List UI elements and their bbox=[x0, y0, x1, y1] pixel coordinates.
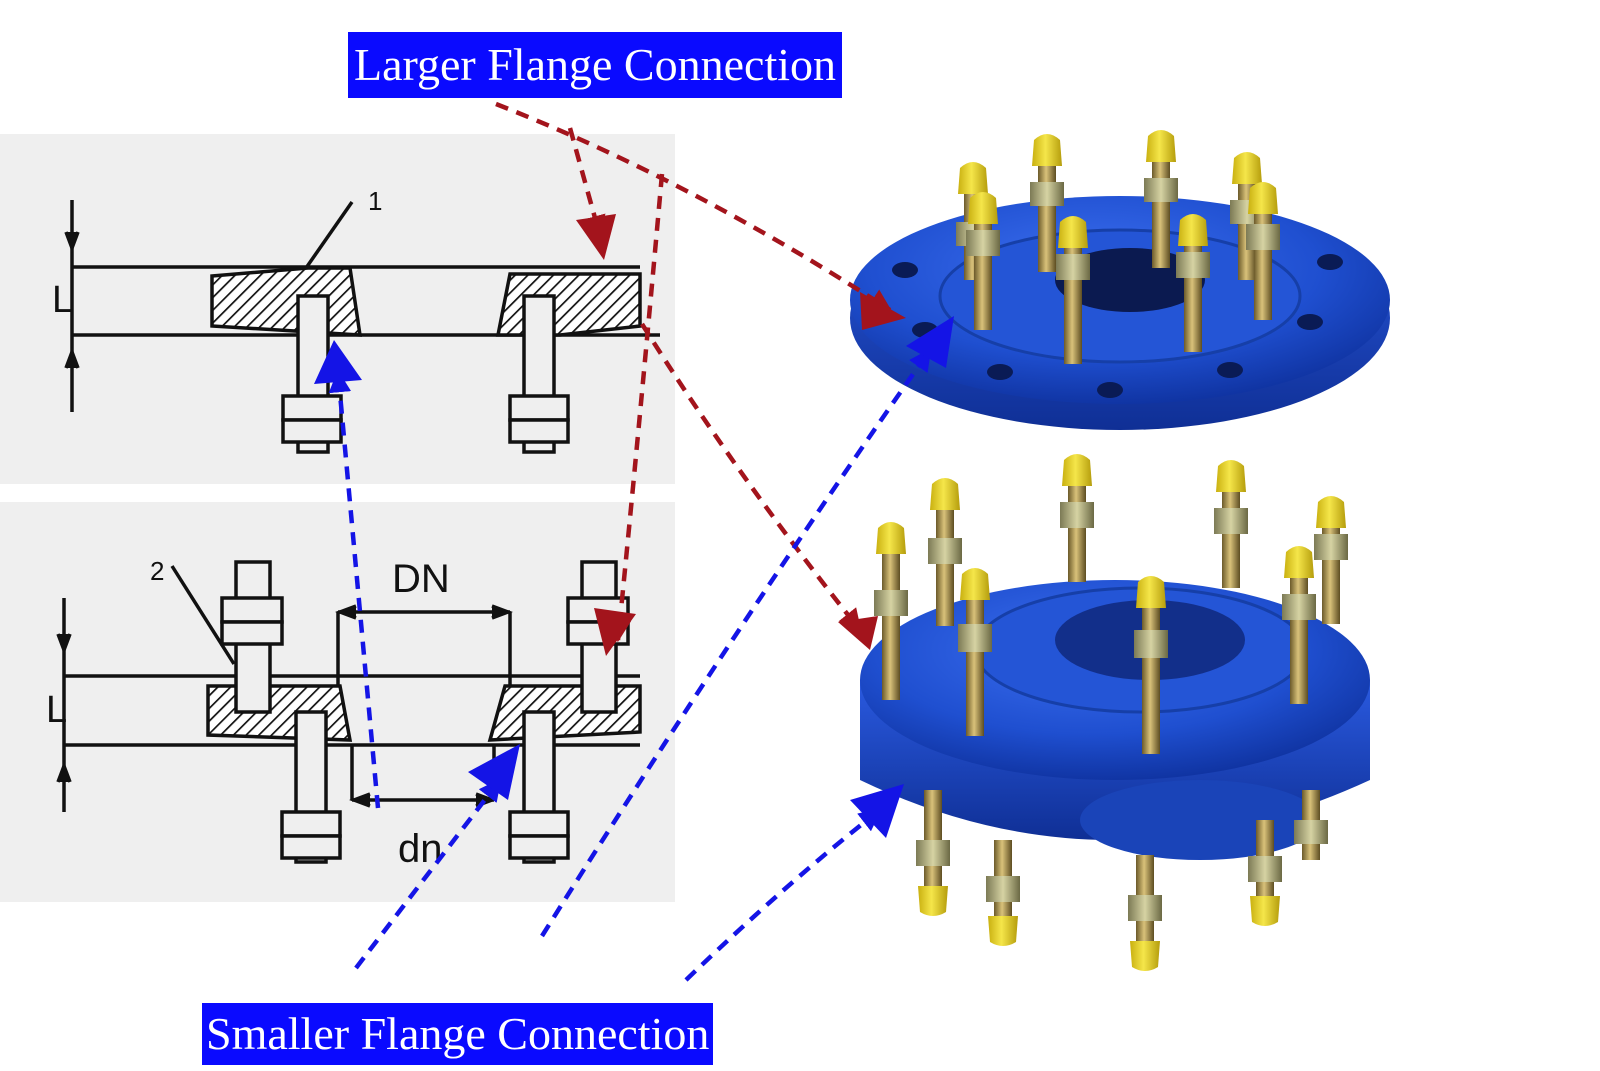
arrow-smaller-to-drawing-bottom bbox=[354, 778, 502, 970]
thickness-label-bottom: L bbox=[46, 689, 67, 731]
nominal-diameter-small: dn bbox=[398, 827, 443, 871]
arrow-smaller-to-drawing-top bbox=[328, 369, 381, 809]
drawing-larger-flange bbox=[64, 200, 660, 454]
arrow-smaller-to-photo-bottom bbox=[684, 808, 882, 982]
nominal-diameter-large: DN bbox=[392, 557, 450, 601]
smaller-flange-label: Smaller Flange Connection bbox=[202, 1003, 714, 1065]
smaller-flange-arrowheads bbox=[314, 316, 954, 838]
photo-larger-flange-bolts bbox=[956, 130, 1280, 364]
drawing-smaller-flange bbox=[56, 560, 642, 864]
photo-larger-flange bbox=[850, 196, 1390, 430]
thickness-label-top: L bbox=[52, 279, 73, 321]
photo-smaller-flange-bolts bbox=[874, 454, 1348, 971]
arrow-smaller-to-photo-top bbox=[540, 348, 932, 938]
smaller-flange-arrows bbox=[328, 348, 932, 982]
part-number-2: 2 bbox=[150, 556, 164, 586]
larger-flange-arrowheads bbox=[576, 214, 906, 656]
part-number-1: 1 bbox=[368, 186, 382, 216]
arrow-larger-to-drawing-bottom bbox=[608, 173, 665, 643]
larger-flange-label: Larger Flange Connection bbox=[348, 32, 843, 98]
arrow-larger-to-photo-bottom bbox=[640, 322, 862, 632]
arrow-larger-to-photo-top bbox=[495, 101, 892, 312]
